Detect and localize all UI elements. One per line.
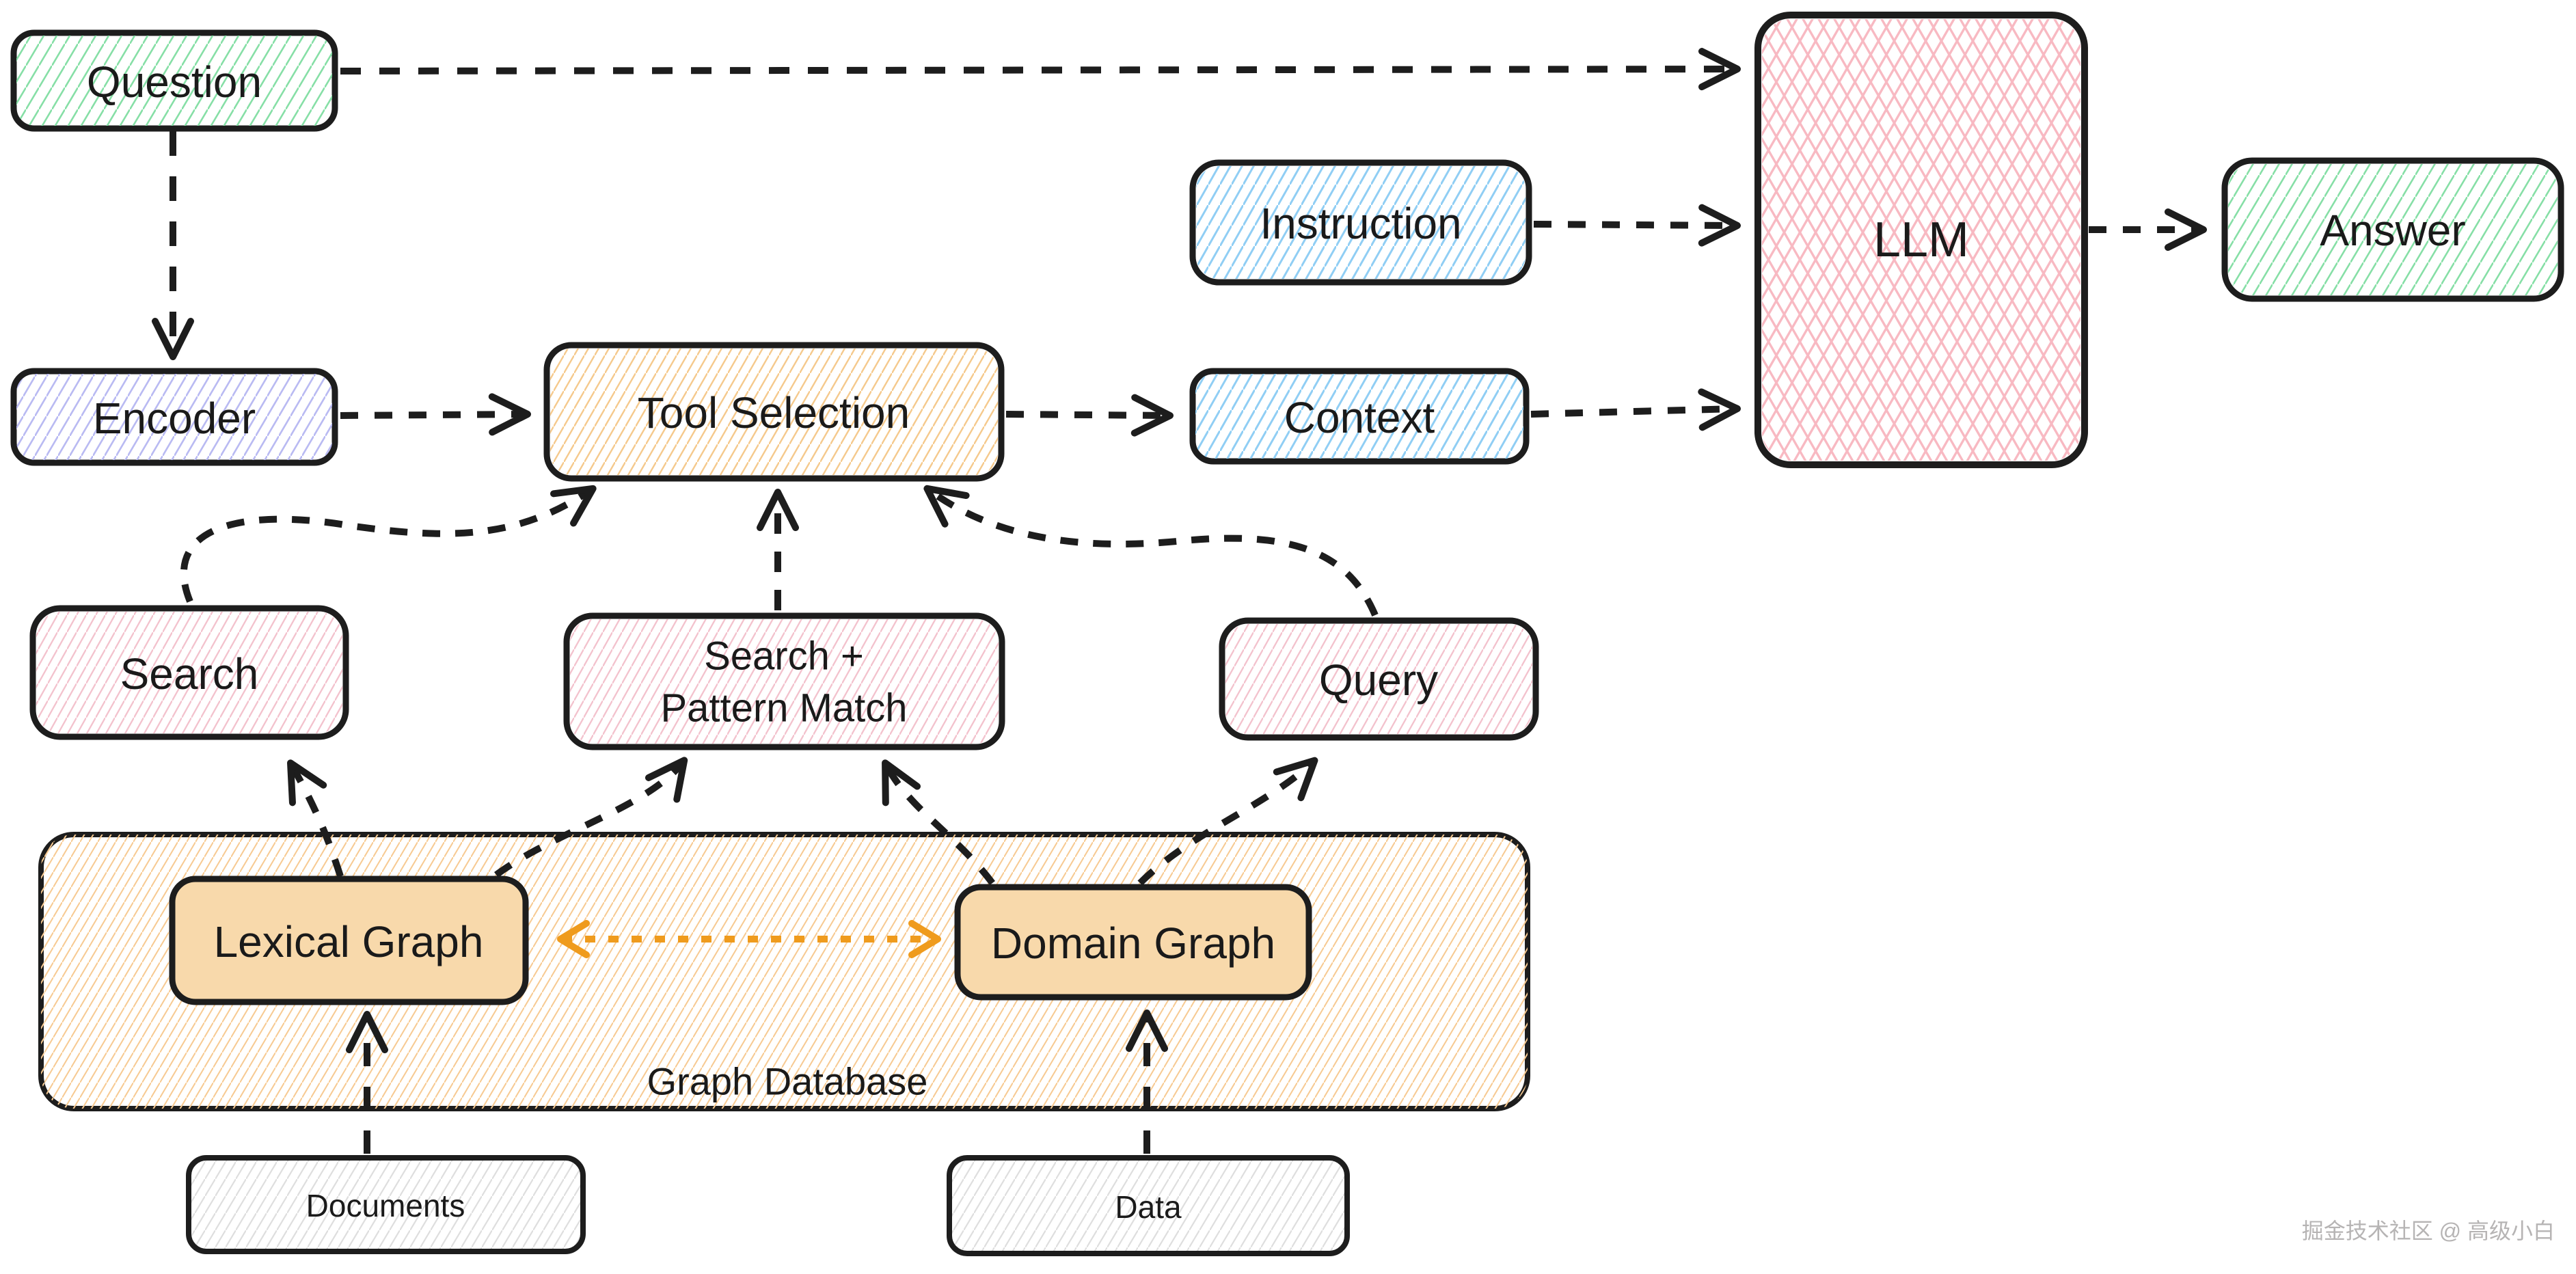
context-label: Context xyxy=(1284,393,1435,442)
search-label: Search xyxy=(120,649,259,699)
encoder-label: Encoder xyxy=(93,394,256,443)
arrow-domain-to-query xyxy=(1137,757,1318,886)
arrow-lexical-to-search-pattern xyxy=(494,757,688,878)
node-question: Question xyxy=(10,29,338,132)
tool-selection-hatch xyxy=(550,349,998,475)
node-context: Context xyxy=(1189,368,1530,465)
node-llm: LLM xyxy=(1754,12,2088,468)
node-documents: Documents xyxy=(186,1155,586,1254)
edges-layer xyxy=(152,48,2207,1154)
watermark-text: 掘金技术社区 @ 高级小白 xyxy=(2302,1219,2555,1243)
arrow-instruction-to-llm xyxy=(1533,204,1741,247)
search-pattern-label-line2: Pattern Match xyxy=(660,686,907,731)
documents-hatch xyxy=(191,1161,580,1249)
domain-graph-box xyxy=(954,884,1312,1001)
answer-label: Answer xyxy=(2320,206,2465,255)
instruction-label: Instruction xyxy=(1260,199,1461,248)
arrow-domain-to-search-pattern xyxy=(882,759,995,886)
tool-selection-label: Tool Selection xyxy=(638,388,910,437)
node-instruction: Instruction xyxy=(1189,159,1532,286)
node-query: Query xyxy=(1219,617,1539,741)
search-hatch xyxy=(36,612,342,733)
llm-hatch xyxy=(1762,19,2080,461)
instruction-hatch xyxy=(1196,166,1526,279)
node-search-pattern-match: Search + Pattern Match xyxy=(563,612,1005,750)
context-hatch xyxy=(1195,374,1523,459)
search-pattern-label-line1: Search + xyxy=(704,634,864,679)
node-data: Data xyxy=(947,1155,1350,1256)
node-domain-graph: Domain Graph xyxy=(954,884,1312,1001)
graph-database-label: Graph Database xyxy=(647,1060,928,1103)
arrow-search-to-tool-selection xyxy=(180,485,597,603)
question-hatch xyxy=(16,36,332,126)
documents-label: Documents xyxy=(306,1188,465,1223)
encoder-hatch xyxy=(16,374,332,460)
answer-hatch xyxy=(2228,164,2558,295)
data-label: Data xyxy=(1115,1189,1182,1225)
search-pattern-hatch xyxy=(570,619,999,744)
node-search: Search xyxy=(29,605,349,740)
query-label: Query xyxy=(1319,655,1438,705)
node-answer: Answer xyxy=(2221,157,2564,302)
lexical-graph-label: Lexical Graph xyxy=(214,917,484,966)
query-hatch xyxy=(1225,624,1532,734)
node-encoder: Encoder xyxy=(10,368,338,466)
arrow-context-to-llm xyxy=(1530,388,1741,431)
question-label: Question xyxy=(87,57,262,107)
arrow-encoder-to-tool-selection xyxy=(340,393,531,436)
domain-graph-label: Domain Graph xyxy=(991,919,1275,968)
arrow-lexical-to-search xyxy=(287,759,344,878)
node-tool-selection: Tool Selection xyxy=(543,342,1005,482)
node-lexical-graph: Lexical Graph xyxy=(169,876,529,1005)
lexical-graph-box xyxy=(169,876,529,1005)
llm-label: LLM xyxy=(1873,213,1969,267)
arrow-tool-selection-to-context xyxy=(1005,394,1174,437)
data-hatch xyxy=(952,1161,1344,1251)
arrow-query-to-tool-selection xyxy=(923,485,1379,616)
arrow-question-to-llm xyxy=(340,48,1741,91)
